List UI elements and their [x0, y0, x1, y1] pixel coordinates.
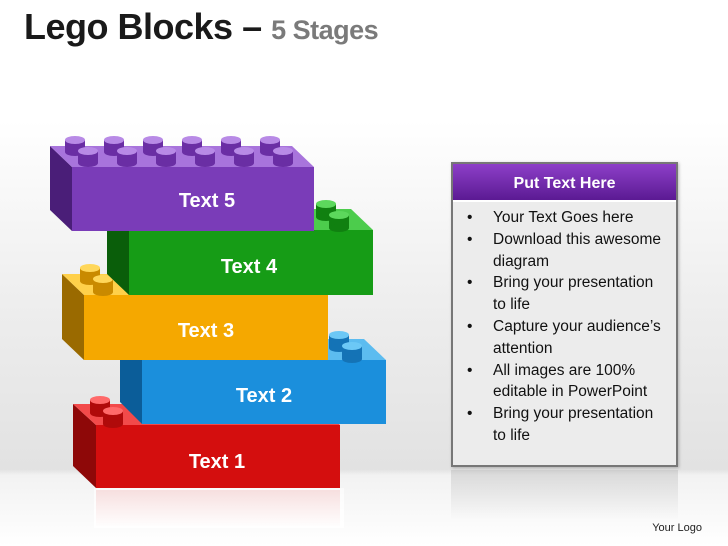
bullet-item-6: Bring your presentation to life [467, 403, 670, 447]
title-main: Lego Blocks [24, 6, 233, 47]
block-5: Text 5 [50, 136, 314, 231]
bullet-item-4: Capture your audience’s attention [467, 316, 670, 360]
bullet-item-5: All images are 100% editable in PowerPoi… [467, 360, 670, 404]
block-4-studs [316, 200, 349, 232]
footer-logo-text: Your Logo [652, 522, 702, 534]
block-5-studs [65, 136, 293, 167]
bullet-item-2: Download this awesome diagram [467, 229, 670, 273]
block-3-label: Text 3 [178, 320, 234, 342]
block-reflection [94, 488, 344, 528]
block-2-label: Text 2 [236, 385, 292, 407]
block-5-label: Text 5 [179, 190, 235, 212]
block-2-studs [329, 331, 362, 363]
page-title: Lego Blocks – 5 Stages [24, 6, 379, 48]
block-4-label: Text 4 [221, 256, 278, 278]
block-1-studs [90, 396, 123, 428]
block-1-label: Text 1 [189, 451, 245, 473]
bullet-item-1: Your Text Goes here [467, 207, 670, 229]
title-subtitle: 5 Stages [271, 15, 379, 45]
panel-header: Put Text Here [453, 164, 676, 202]
block-3-studs [80, 264, 113, 296]
panel-bullet-list: Your Text Goes here Download this awesom… [453, 202, 676, 447]
panel-reflection [451, 470, 678, 520]
title-dash: – [242, 6, 262, 47]
text-panel: Put Text Here Your Text Goes here Downlo… [451, 162, 678, 467]
bullet-item-3: Bring your presentation to life [467, 272, 670, 316]
